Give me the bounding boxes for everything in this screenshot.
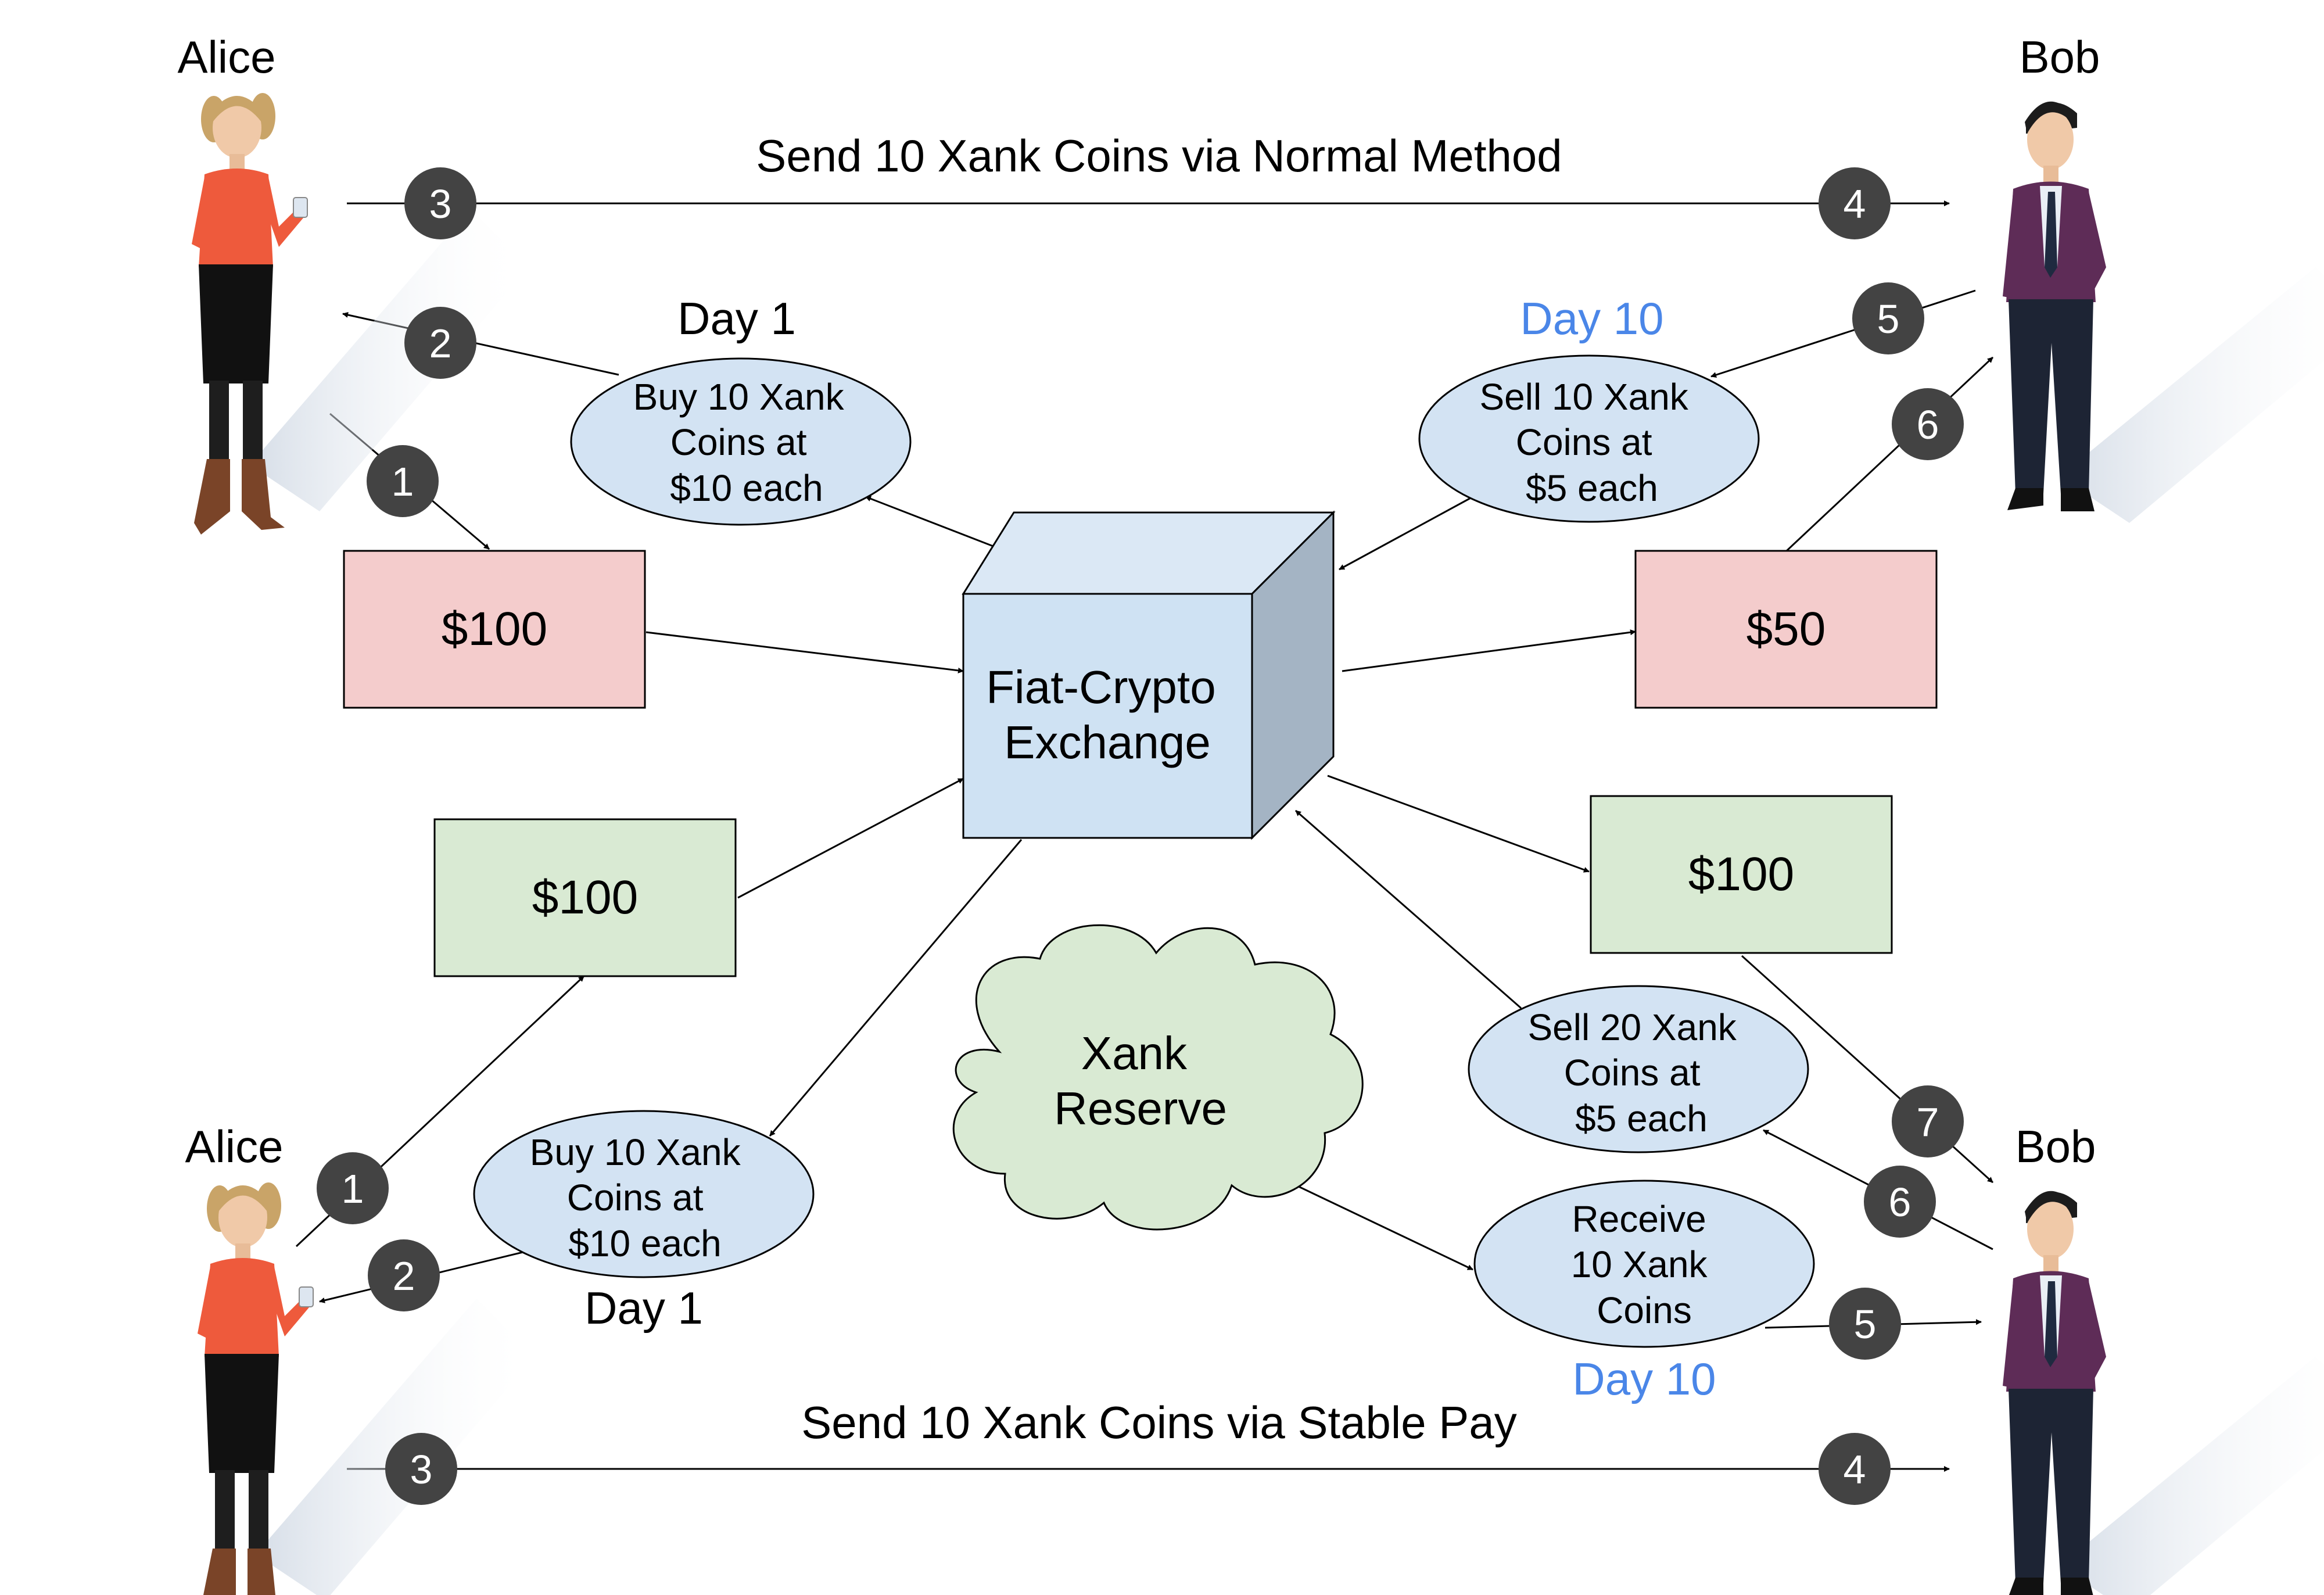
step-badge: 1 [367, 445, 439, 517]
bottom-sell-line-1: Sell 20 Xank [1527, 1006, 1737, 1048]
step-number: 6 [1917, 402, 1939, 447]
bottom-sell-order-ellipse: Sell 20 Xank Coins at $5 each [1468, 985, 1809, 1153]
bob-top-figure [2003, 101, 2324, 523]
svg-text:Sell 10 Xank Coins at: Sell 10 Xank Coins at $5 each [1479, 376, 1698, 509]
bob-bottom-label: Bob [2015, 1121, 2096, 1172]
top-sell-line-1: Sell 10 Xank [1479, 376, 1688, 418]
top-sell-order-ellipse: Sell 10 Xank Coins at $5 each [1418, 354, 1760, 523]
bottom-buy-line-2: Coins at [567, 1177, 704, 1218]
alice-top-figure [191, 92, 529, 535]
reserve-line-1: Xank [1081, 1027, 1188, 1079]
svg-text:Receive 10 Xank Co: Receive 10 Xank Coins [1571, 1198, 1718, 1331]
receive-line-2: 10 Xank [1571, 1243, 1708, 1285]
step-number: 5 [1854, 1302, 1877, 1347]
step-badge: 2 [368, 1239, 440, 1311]
top-transfer-label: Send 10 Xank Coins via Normal Method [756, 130, 1562, 181]
top-buy-order-ellipse: Buy 10 Xank Coins at $10 each [570, 357, 912, 526]
xank-reserve-cloud: Xank Reserve [952, 924, 1364, 1231]
bottom-buy-line-1: Buy 10 Xank [530, 1131, 741, 1173]
top-buy-line-1: Buy 10 Xank [633, 376, 845, 418]
step-number: 1 [392, 459, 414, 504]
step-badge: 4 [1819, 1433, 1891, 1505]
step-number: 2 [429, 321, 452, 366]
step-badge: 6 [1892, 388, 1964, 460]
bottom-buy-line-3: $10 each [568, 1223, 721, 1264]
receive-line-3: Coins [1597, 1289, 1692, 1331]
alice-top-label: Alice [177, 31, 275, 83]
bottom-sell-line-3: $5 each [1575, 1098, 1708, 1139]
step-badge: 1 [317, 1152, 389, 1224]
bottom-sell-line-2: Coins at [1564, 1052, 1701, 1094]
exchange-line-1: Fiat-Crypto [986, 661, 1216, 713]
top-buy-line-2: Coins at [670, 421, 807, 463]
step-number: 5 [1877, 296, 1900, 342]
receive-coins-ellipse: Receive 10 Xank Coins [1473, 1180, 1815, 1348]
step-badge: 2 [404, 307, 476, 379]
top-buy-line-3: $10 each [670, 467, 823, 509]
step-number: 6 [1889, 1180, 1911, 1225]
receive-line-1: Receive [1572, 1198, 1706, 1240]
top-day-left: Day 1 [677, 293, 796, 344]
step-badge: 3 [404, 167, 476, 239]
alice-bottom-cash: $100 [532, 871, 638, 924]
bob-top-label: Bob [2020, 31, 2100, 83]
alice-top-cash: $100 [442, 603, 547, 655]
top-sell-line-2: Coins at [1516, 421, 1652, 463]
step-number: 7 [1917, 1099, 1939, 1145]
bob-bottom-cash-box: $100 [1590, 795, 1893, 954]
step-number: 1 [342, 1166, 364, 1212]
step-number: 3 [410, 1447, 433, 1492]
bottom-day-right: Day 10 [1572, 1353, 1716, 1404]
alice-bottom-figure [197, 1182, 535, 1595]
svg-text:Buy 10 Xank Coins at: Buy 10 Xank Coins at $10 each [633, 376, 855, 509]
step-badge: 5 [1852, 282, 1924, 354]
step-badge: 3 [385, 1433, 457, 1505]
fiat-crypto-exchange-cube: Fiat-Crypto Exchange [962, 510, 1336, 840]
bob-bottom-figure [2003, 1191, 2324, 1595]
alice-top-cash-box: $100 [343, 550, 646, 709]
alice-bottom-label: Alice [185, 1121, 283, 1172]
top-day-right: Day 10 [1520, 293, 1663, 344]
step-badge: 4 [1819, 167, 1891, 239]
step-badge: 5 [1829, 1288, 1901, 1360]
exchange-line-2: Exchange [1004, 716, 1211, 768]
svg-text:Buy 10 Xank Coins at: Buy 10 Xank Coins at $10 each [530, 1131, 751, 1264]
bottom-day-left: Day 1 [584, 1282, 703, 1334]
top-sell-line-3: $5 each [1526, 467, 1658, 509]
svg-text:Xank Reserve: Xank Reserve [1054, 1027, 1227, 1134]
svg-text:Sell 20 Xank Coins at: Sell 20 Xank Coins at $5 each [1527, 1006, 1746, 1139]
step-badge: 7 [1892, 1085, 1964, 1157]
step-number: 3 [429, 181, 452, 227]
step-number: 2 [393, 1253, 415, 1299]
bob-top-cash: $50 [1746, 603, 1826, 655]
bottom-transfer-label: Send 10 Xank Coins via Stable Pay [801, 1397, 1516, 1448]
alice-bottom-cash-box: $100 [433, 818, 737, 977]
svg-text:Fiat-Crypto Exchange: Fiat-Crypto Exchange [986, 661, 1229, 768]
bob-bottom-cash: $100 [1688, 848, 1794, 901]
bob-top-cash-box: $50 [1634, 550, 1938, 709]
step-badge: 6 [1864, 1166, 1936, 1238]
step-badges: 3 2 1 4 5 6 1 2 3 7 6 5 4 [317, 167, 1964, 1505]
reserve-line-2: Reserve [1054, 1083, 1227, 1134]
step-number: 4 [1844, 1447, 1866, 1492]
bottom-buy-order-ellipse: Buy 10 Xank Coins at $10 each [473, 1110, 815, 1278]
step-number: 4 [1844, 181, 1866, 227]
